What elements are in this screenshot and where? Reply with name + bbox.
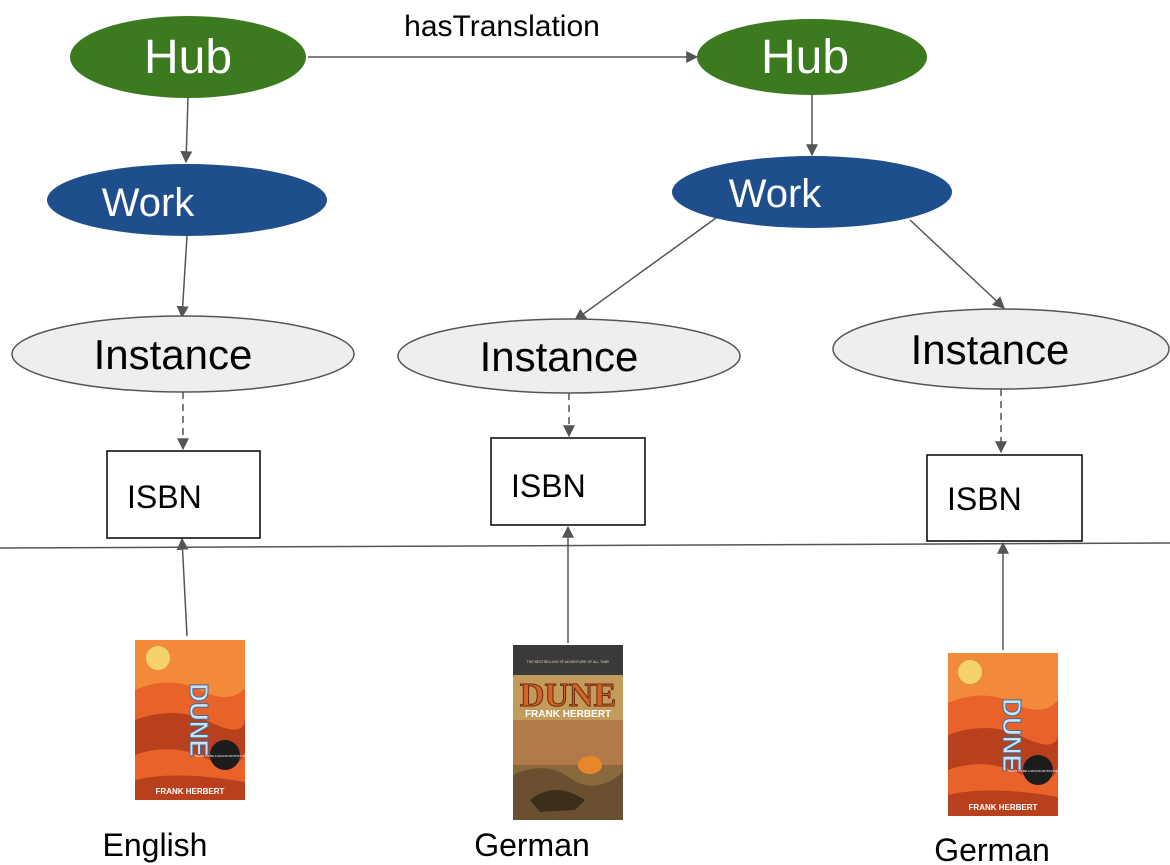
work-node-left[interactable]: Work — [47, 164, 327, 236]
edge-work1-instance1 — [176, 235, 189, 319]
instance-label-right: Instance — [911, 326, 1070, 373]
book-cover-english[interactable]: DUNE SOON TO BE A MAJOR MOTION PICTURE F… — [135, 640, 255, 800]
hub-label-left: Hub — [144, 31, 232, 84]
isbn-box-left[interactable]: ISBN — [106, 450, 261, 539]
cover-title-german: DUNE — [997, 698, 1027, 772]
isbn-label-middle: ISBN — [511, 468, 586, 504]
edge-hub1-work1 — [180, 97, 193, 164]
isbn-box-right[interactable]: ISBN — [926, 454, 1083, 542]
cover-title-english: DUNE — [184, 683, 214, 757]
instance-label-left: Instance — [94, 331, 253, 378]
cover-badge-german: SOON TO BE A MAJOR MOTION PICTURE — [1008, 769, 1067, 773]
cover-author-german-vintage: FRANK HERBERT — [525, 709, 611, 720]
hub-node-right[interactable]: Hub — [697, 19, 927, 95]
separator-line — [0, 542, 1170, 549]
instance-label-middle: Instance — [480, 333, 639, 380]
cover-author-english: FRANK HERBERT — [156, 787, 225, 796]
edge-work2-instance2 — [574, 217, 717, 321]
language-label-german-middle: German — [474, 827, 590, 863]
isbn-label-left: ISBN — [127, 479, 202, 515]
work-label-right: Work — [729, 172, 823, 216]
hub-label-right: Hub — [761, 31, 849, 84]
hub-node-left[interactable]: Hub — [70, 16, 306, 98]
edge-cover1-isbn1 — [176, 537, 189, 637]
language-label-english: English — [103, 827, 208, 863]
cover-title-german-vintage: DUNE — [520, 677, 616, 714]
book-cover-german-vintage[interactable]: THE BESTSELLING SF ADVENTURE OF ALL TIME… — [513, 645, 623, 820]
instance-node-middle[interactable]: Instance — [397, 318, 741, 394]
cover-badge-english: SOON TO BE A MAJOR MOTION PICTURE — [195, 754, 254, 758]
cover-tagline-german-vintage: THE BESTSELLING SF ADVENTURE OF ALL TIME… — [527, 660, 610, 664]
edge-work2-instance3 — [909, 219, 1005, 309]
isbn-box-middle[interactable]: ISBN — [490, 437, 646, 526]
instance-node-left[interactable]: Instance — [11, 315, 355, 393]
isbn-label-right: ISBN — [947, 481, 1022, 517]
work-label-left: Work — [102, 181, 196, 225]
edge-label-has-translation: hasTranslation — [404, 10, 600, 43]
language-label-german-right: German — [934, 832, 1050, 865]
cover-author-german: FRANK HERBERT — [969, 803, 1038, 812]
book-cover-german[interactable]: DUNE SOON TO BE A MAJOR MOTION PICTURE F… — [948, 653, 1068, 816]
work-node-right[interactable]: Work — [672, 156, 952, 228]
instance-node-right[interactable]: Instance — [832, 308, 1170, 390]
